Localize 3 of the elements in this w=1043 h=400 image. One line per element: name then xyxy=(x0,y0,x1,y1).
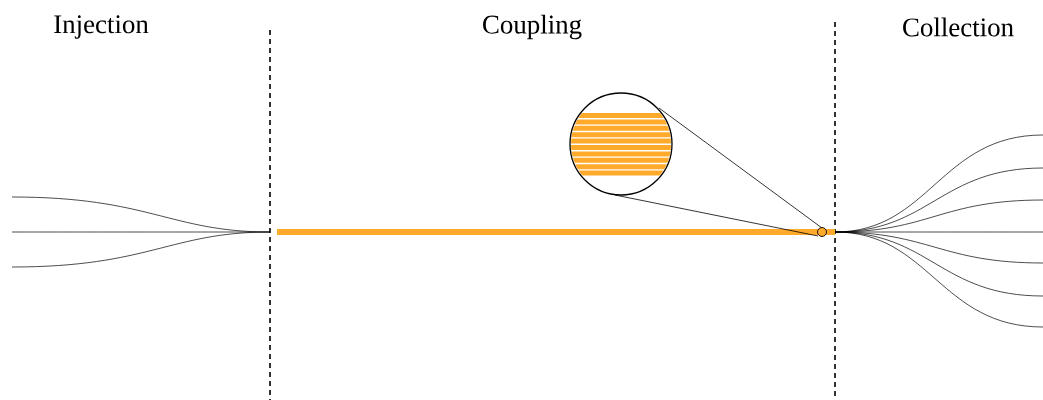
section-title: Collection xyxy=(903,17,1014,37)
section-title: Coupling xyxy=(483,14,582,40)
section-title: Injection xyxy=(54,15,149,39)
